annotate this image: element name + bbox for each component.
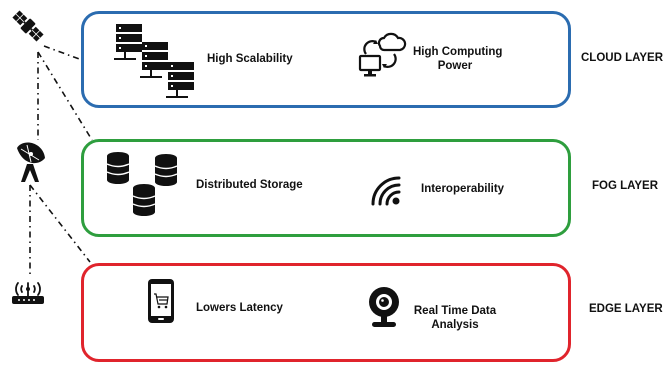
feature-label-line: Analysis [431, 319, 479, 331]
wireless-signal-icon [371, 176, 401, 206]
connector-dish-edge [29, 184, 91, 263]
feature-label-real-time-data-analysis: Real Time Data Analysis [412, 304, 498, 332]
feature-label-high-computing-power: High Computing Power [413, 45, 503, 73]
cloud-layer-box [81, 11, 571, 108]
database-icon [106, 152, 178, 216]
edge-layer-box [81, 263, 571, 362]
feature-label-lowers-latency: Lowers Latency [196, 302, 283, 314]
connector-satellite-cloud [43, 45, 83, 61]
cloud-computer-icon [358, 32, 407, 77]
layer-label-fog: FOG LAYER [592, 180, 659, 192]
feature-label-line: High Computing [413, 46, 503, 58]
satellite-dish-icon [17, 142, 45, 182]
fog-layer-box [81, 139, 571, 237]
server-stack-icon [114, 24, 194, 98]
connector-satellite-fog [37, 51, 93, 141]
layer-label-cloud: CLOUD LAYER [581, 52, 663, 64]
satellite-icon [12, 10, 44, 42]
database-cylinder [107, 152, 129, 184]
mobile-shopping-icon [148, 279, 174, 323]
feature-label-high-scalability: High Scalability [207, 53, 293, 65]
layer-label-edge: EDGE LAYER [589, 303, 663, 315]
wifi-router-icon [12, 282, 44, 304]
feature-label-interoperability: Interoperability [421, 183, 505, 195]
feature-label-line: Real Time Data [413, 305, 497, 317]
feature-label-line: Power [437, 60, 473, 72]
feature-label-distributed-storage: Distributed Storage [196, 179, 303, 191]
webcam-icon [369, 287, 399, 327]
